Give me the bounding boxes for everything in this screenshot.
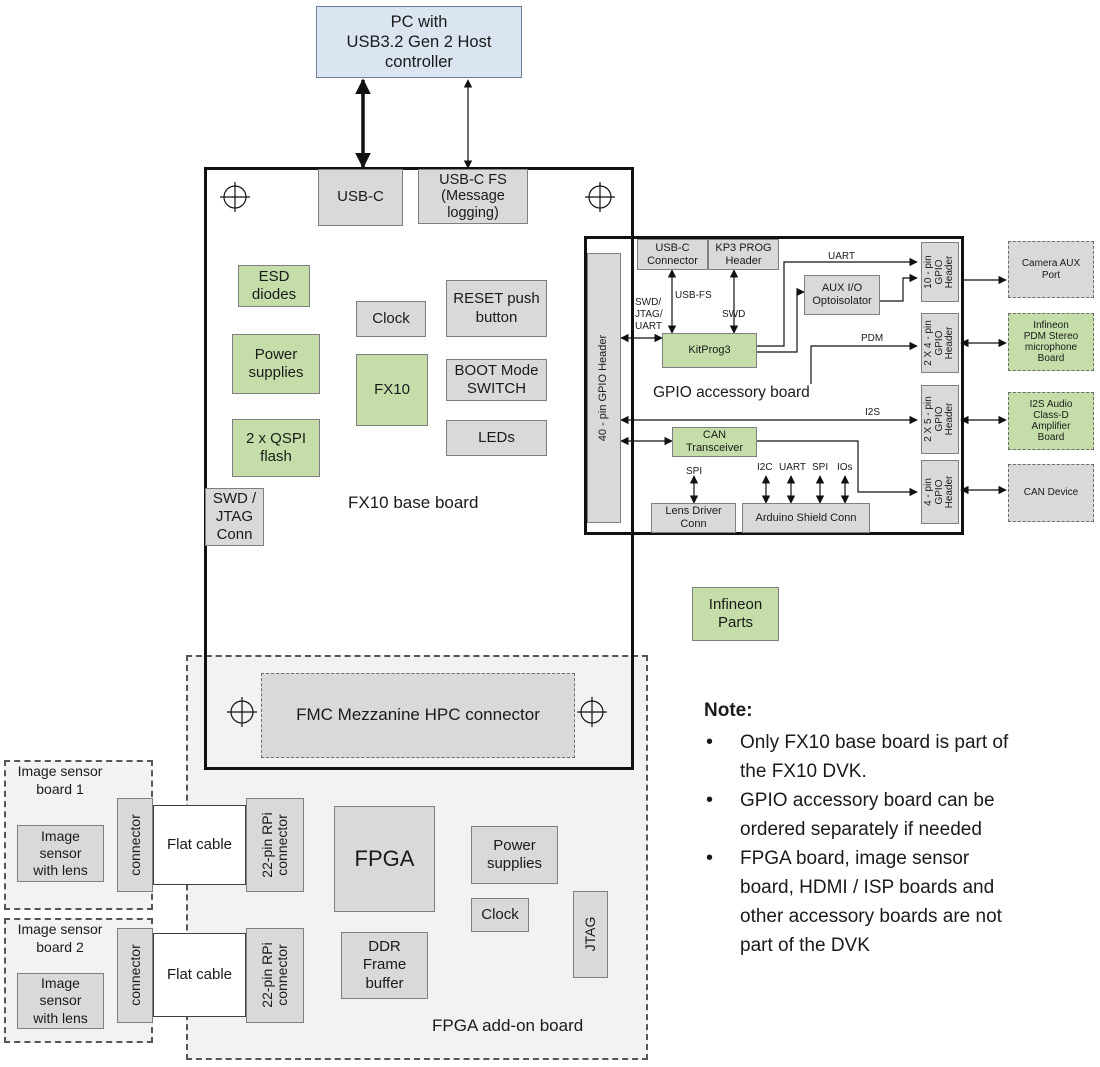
- gpio-2x5pin-header: [921, 385, 959, 454]
- gpio-40pin-header-label: 40 - pin GPIO Header: [597, 334, 610, 442]
- mounting-hole-2: [585, 182, 615, 212]
- lens-driver-connector: Lens Driver Conn: [651, 503, 736, 533]
- flat-cable-2: Flat cable: [153, 933, 246, 1017]
- sensor-board-1-title: Image sensor board 1: [17, 763, 103, 797]
- fx10-base-board: [204, 167, 634, 770]
- gpio-board-label: GPIO accessory board: [651, 384, 812, 403]
- reset-button: RESET push button: [446, 280, 547, 337]
- kitprog3: KitProg3: [662, 333, 757, 368]
- fmc-connector: FMC Mezzanine HPC connector: [261, 673, 575, 758]
- rpi-connector-1: [246, 798, 304, 892]
- fpga-clock: Clock: [471, 898, 529, 932]
- sig-uart-2: UART: [779, 462, 807, 473]
- gpio-2x4pin-header-label: 2 X 4 - pin GPIO Header: [923, 320, 956, 366]
- image-sensor-1: Image sensor with lens: [17, 825, 104, 882]
- aux-io-optoisolator: AUX I/O Optoisolator: [804, 275, 880, 315]
- sensor-connector-1-label: connector: [126, 814, 143, 876]
- fpga-jtag: [573, 891, 608, 978]
- sensor-connector-2: [117, 928, 153, 1023]
- ddr-frame-buffer: DDR Frame buffer: [341, 932, 428, 999]
- note-item: Only FX10 base board is part of the FX10…: [702, 728, 1094, 786]
- gpio-40pin-header: [587, 253, 621, 523]
- mounting-hole-4: [577, 697, 607, 727]
- i2s-amplifier-board: I2S Audio Class-D Amplifier Board: [1008, 392, 1094, 450]
- host-pc: PC with USB3.2 Gen 2 Host controller: [316, 6, 522, 78]
- rpi-connector-1-label: 22-pin RPi connector: [259, 812, 290, 878]
- esd-diodes: ESD diodes: [238, 265, 310, 307]
- arduino-shield-connector: Arduino Shield Conn: [742, 503, 870, 533]
- qspi-flash: 2 x QSPI flash: [232, 419, 320, 477]
- fx10-chip: FX10: [356, 354, 428, 426]
- sig-pdm: PDM: [861, 333, 884, 344]
- leds: LEDs: [446, 420, 547, 456]
- pdm-microphone-board: Infineon PDM Stereo microphone Board: [1008, 313, 1094, 371]
- gpio-2x5pin-header-label: 2 X 5 - pin GPIO Header: [923, 396, 956, 442]
- kp3-prog-header: KP3 PROG Header: [708, 239, 779, 270]
- uart-wire: [757, 257, 918, 347]
- gpio-10pin-header-label: 10 - pin GPIO Header: [923, 255, 956, 289]
- sensor-connector-2-label: connector: [126, 944, 143, 1006]
- sig-spi-2: SPI: [812, 462, 829, 473]
- mounting-hole-1: [220, 182, 250, 212]
- swd-jtag-connector: SWD / JTAG Conn: [205, 488, 264, 546]
- sig-uart: UART: [828, 251, 856, 262]
- note-list: Only FX10 base board is part of the FX10…: [702, 728, 1094, 960]
- sig-spi: SPI: [686, 466, 703, 477]
- power-supplies: Power supplies: [232, 334, 320, 394]
- sig-ios: IOs: [837, 462, 853, 473]
- sensor-board-2-title: Image sensor board 2: [17, 921, 103, 955]
- gpio-4pin-header-label: 4 - pin GPIO Header: [923, 475, 956, 509]
- clock: Clock: [356, 301, 426, 337]
- gpio-accessory-board: [584, 236, 964, 535]
- sig-swd-jtag-uart: SWD/ JTAG/ UART: [635, 297, 663, 332]
- image-sensor-2: Image sensor with lens: [17, 973, 104, 1029]
- sig-usb-fs: USB-FS: [675, 290, 712, 301]
- note-item: FPGA board, image sensor board, HDMI / I…: [702, 844, 1094, 960]
- note-item: GPIO accessory board can be ordered sepa…: [702, 786, 1094, 844]
- usb-c-fs-port: USB-C FS (Message logging): [418, 169, 528, 224]
- sensor-connector-1: [117, 798, 153, 892]
- fpga-chip: FPGA: [334, 806, 435, 912]
- can-transceiver: CAN Transceiver: [672, 427, 757, 457]
- kitprog-aux-wire: [757, 287, 805, 353]
- can-device: CAN Device: [1008, 464, 1094, 522]
- fpga-power-supplies: Power supplies: [471, 826, 558, 884]
- sig-i2s: I2S: [865, 407, 881, 418]
- infineon-parts-legend: Infineon Parts: [692, 587, 779, 641]
- gpio-4pin-header: [921, 460, 959, 524]
- fpga-jtag-label: JTAG: [581, 916, 598, 952]
- note-title: Note:: [704, 700, 753, 721]
- fpga-board-label: FPGA add-on board: [432, 1016, 584, 1035]
- gpio-10pin-header: [921, 242, 959, 302]
- usb-c-port: USB-C: [318, 169, 403, 226]
- rpi-connector-2-label: 22-pin RPi connector: [259, 942, 290, 1008]
- usb-c-connector: USB-C Connector: [637, 239, 708, 270]
- sig-swd: SWD: [722, 309, 746, 320]
- can-header-wire: [757, 440, 918, 497]
- base-board-label: FX10 base board: [348, 493, 479, 512]
- flat-cable-1: Flat cable: [153, 805, 246, 885]
- sig-i2c: I2C: [757, 462, 773, 473]
- mounting-hole-3: [227, 697, 257, 727]
- aux-header-wire: [880, 273, 918, 302]
- camera-aux-port: Camera AUX Port: [1008, 241, 1094, 298]
- gpio-2x4pin-header: [921, 313, 959, 373]
- boot-mode-switch: BOOT Mode SWITCH: [446, 359, 547, 401]
- rpi-connector-2: [246, 928, 304, 1023]
